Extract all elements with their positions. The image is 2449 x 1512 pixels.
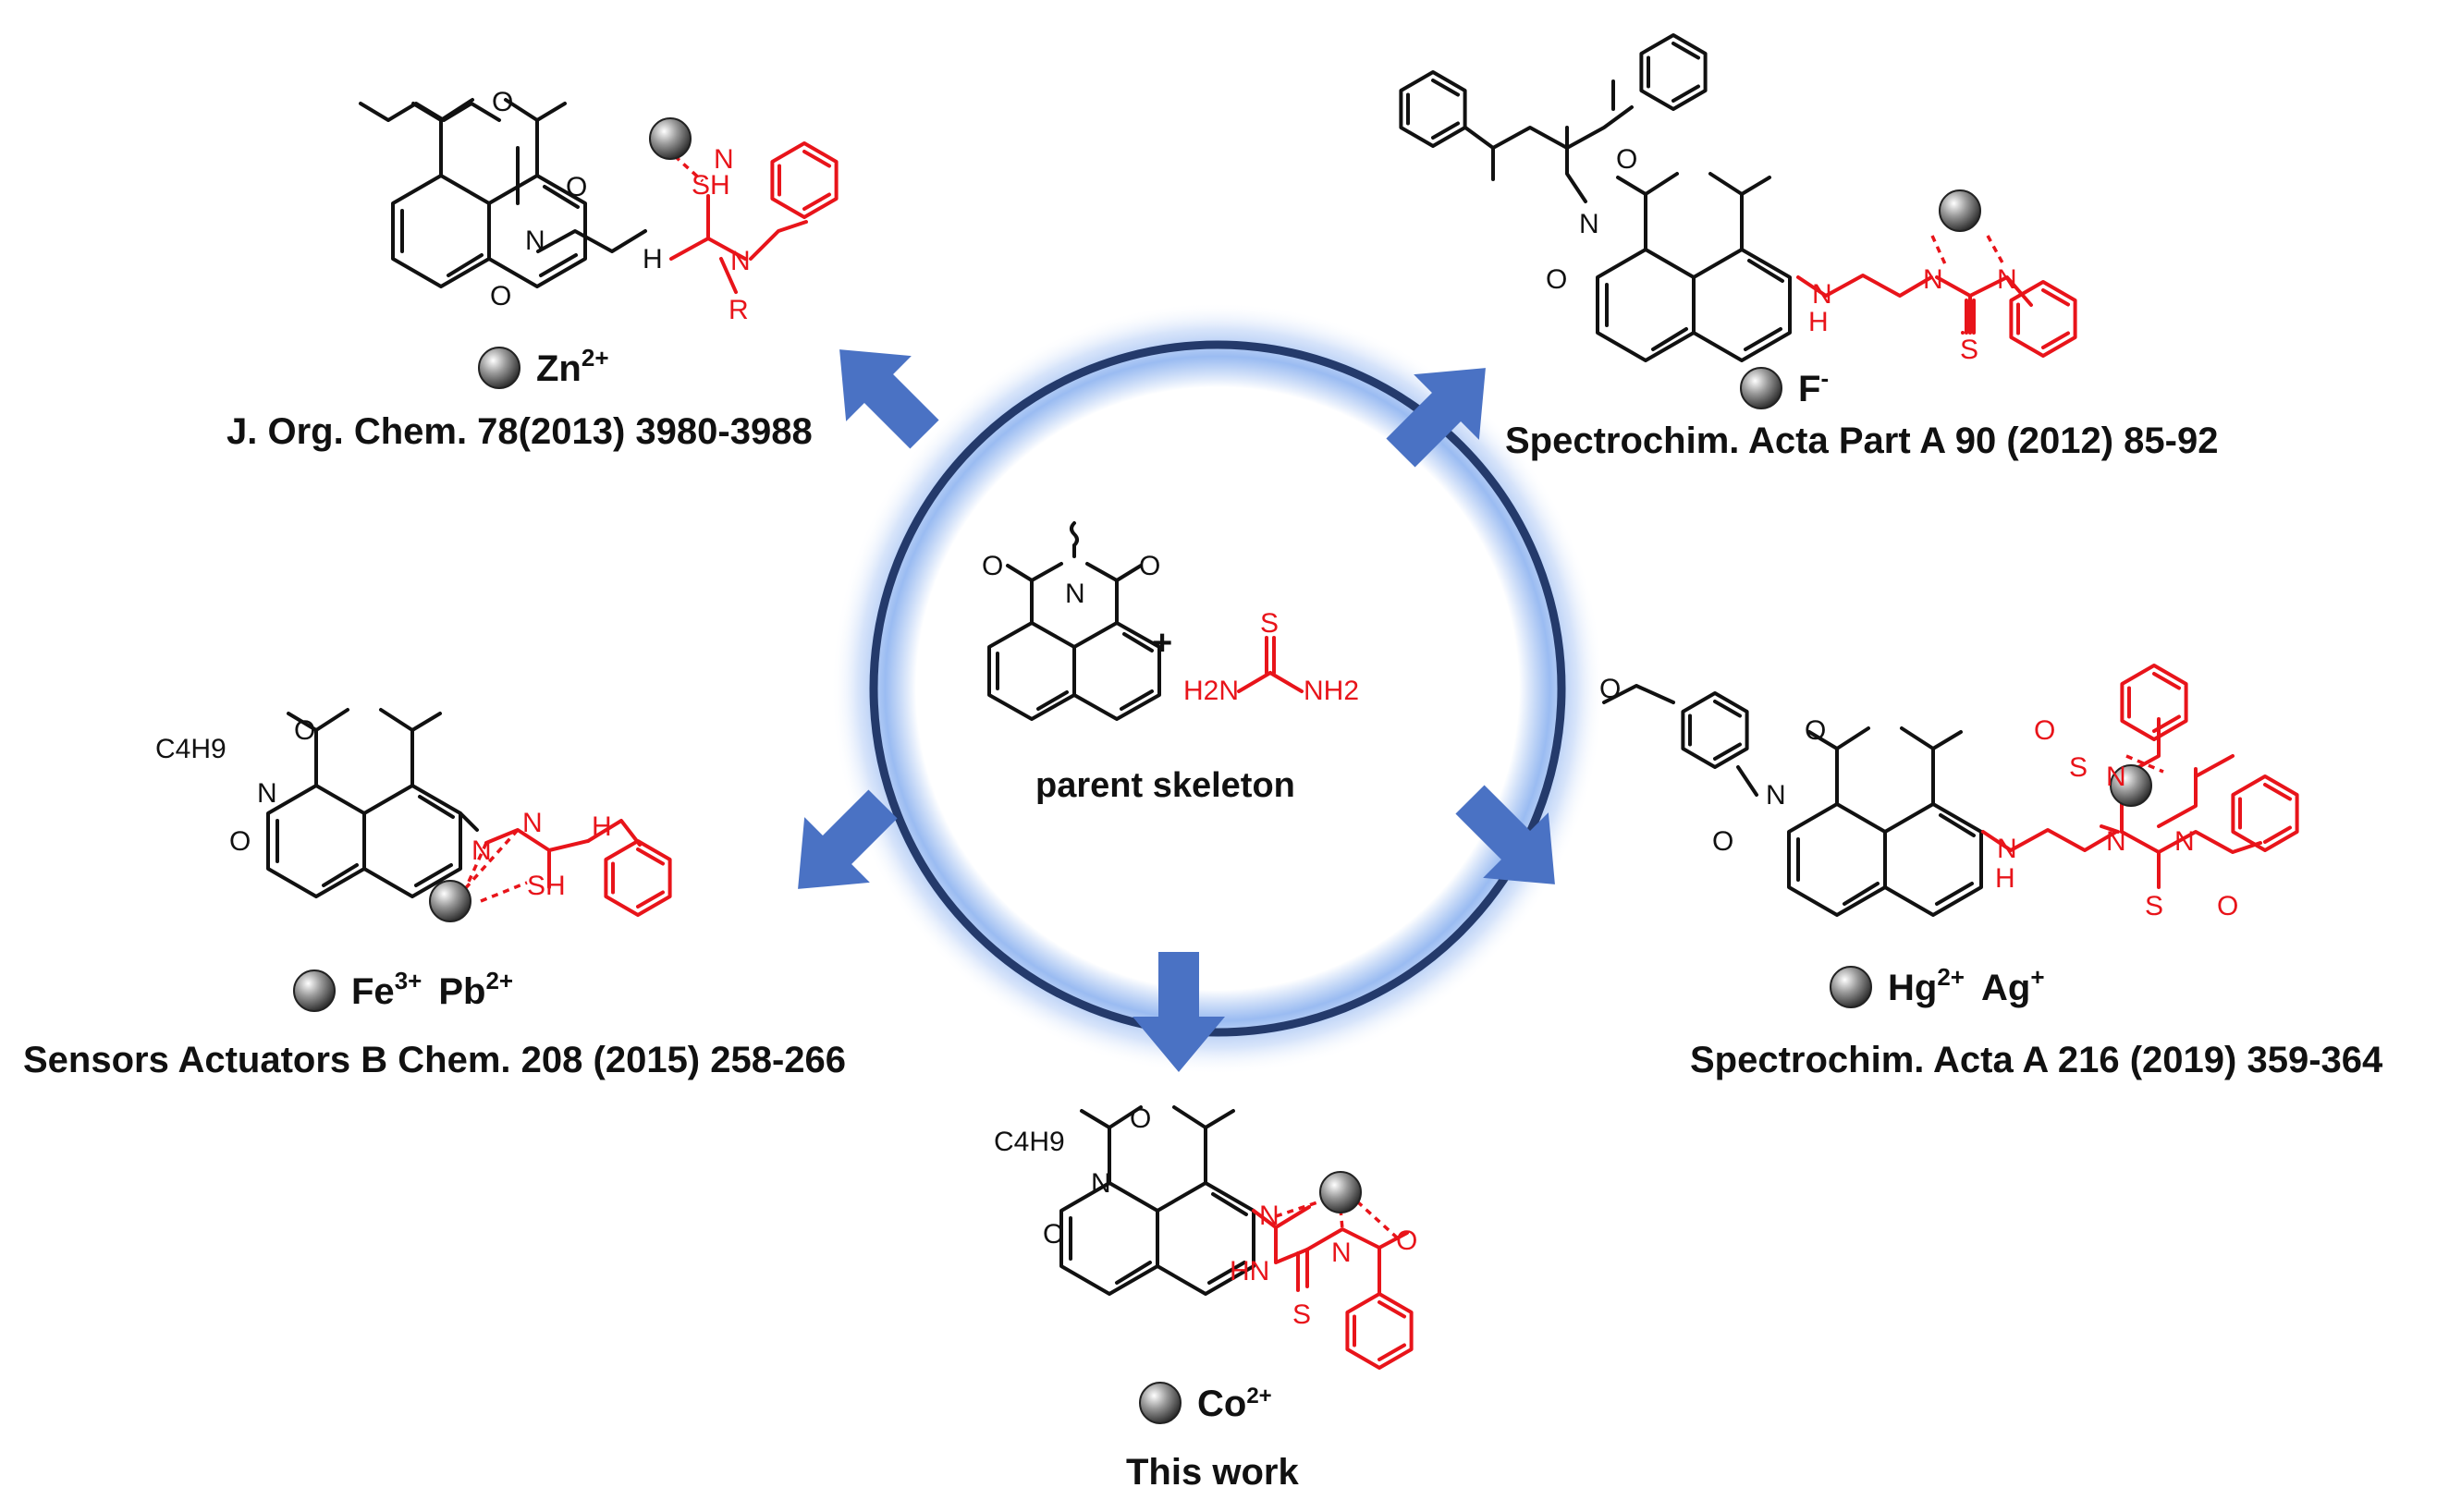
co-ion-label: Co2+ xyxy=(1197,1384,1272,1424)
f-metal-ball xyxy=(1939,189,1981,232)
zn-O-ether: O xyxy=(492,87,513,117)
fepb-O-bottom: O xyxy=(229,826,251,857)
co-O-top: O xyxy=(1130,1104,1151,1134)
f-sensor-structure xyxy=(1399,33,2077,362)
zn-N-pyridine: N xyxy=(714,144,734,175)
hgag-O-ether: O xyxy=(1599,674,1621,704)
f-H: H xyxy=(1808,307,1829,337)
co-S: S xyxy=(1292,1299,1311,1330)
hgag-N1: N xyxy=(2106,762,2126,792)
thiourea-NH2: NH2 xyxy=(1304,676,1359,706)
co-reference: This work xyxy=(1126,1452,1299,1493)
zn-N-imide: N xyxy=(525,226,545,256)
zn-metal-ball xyxy=(649,117,692,160)
arrow-down-right xyxy=(1455,785,1555,884)
thiourea-H2N: H2N xyxy=(1183,676,1239,706)
hgag-N: N xyxy=(1997,834,2017,864)
co-O-bottom: O xyxy=(1043,1219,1064,1250)
arrow-down-left xyxy=(798,789,898,889)
arrow-up-left xyxy=(839,349,939,449)
zn-SH: SH xyxy=(692,170,730,201)
plus-sign: + xyxy=(1152,624,1172,663)
hgag-legend-ball xyxy=(1830,966,1872,1008)
fepb-ion-label: Fe3+Pb2+ xyxy=(351,967,513,1012)
zn-O-bottom: O xyxy=(490,281,511,311)
hgag-N3: N xyxy=(2174,826,2195,857)
hgag-O-top: O xyxy=(1805,715,1826,746)
co-HN: HN xyxy=(1230,1256,1269,1286)
fepb-N-imide: N xyxy=(257,778,277,809)
f-N: N xyxy=(1812,279,1832,310)
f-S: S xyxy=(1960,335,1978,365)
hgag-sensor-structure xyxy=(1602,664,2299,917)
co-sensor-structure xyxy=(1059,1105,1414,1370)
co-legend-ball xyxy=(1139,1382,1182,1424)
f-N-thio2: N xyxy=(1997,264,2017,295)
hgag-reference: Spectrochim. Acta A 216 (2019) 359-364 xyxy=(1690,1040,2383,1080)
zn-O-top: O xyxy=(566,172,587,202)
hgag-O-bottom: O xyxy=(1712,826,1733,857)
zn-legend-ball xyxy=(478,347,520,389)
central-N-atom: N xyxy=(1065,579,1085,609)
zn-ion-label: Zn2+ xyxy=(536,344,609,389)
zn-N-amine: N xyxy=(730,246,751,276)
hgag-O-benzoyl1: O xyxy=(2034,715,2055,746)
co-N-imide: N xyxy=(1091,1168,1111,1199)
fepb-NH: H xyxy=(592,811,612,842)
zn-NH: H xyxy=(643,244,663,274)
f-reference: Spectrochim. Acta Part A 90 (2012) 85-92 xyxy=(1505,421,2218,461)
fepb-SH: SH xyxy=(527,871,566,901)
arrow-down xyxy=(1133,952,1225,1072)
co-N2: N xyxy=(1331,1238,1352,1268)
central-O-right: O xyxy=(1139,551,1160,581)
thiourea-S: S xyxy=(1260,608,1279,639)
fepb-legend-ball xyxy=(293,969,336,1012)
f-legend-ball xyxy=(1740,367,1782,409)
zn-sensor-structure xyxy=(359,98,839,294)
fepb-N2: N xyxy=(522,808,543,838)
fepb-metal-ball xyxy=(429,880,471,922)
center-label: parent skeleton xyxy=(1035,766,1295,805)
hgag-H: H xyxy=(1995,863,2015,894)
hgag-S2: S xyxy=(2145,891,2163,921)
co-N1: N xyxy=(1259,1201,1280,1231)
hgag-S1: S xyxy=(2069,752,2088,783)
f-N-thio1: N xyxy=(1923,264,1943,295)
central-naphthalimide-structure xyxy=(987,521,1161,721)
f-O-bottom: O xyxy=(1546,264,1567,295)
fepb-N1: N xyxy=(471,835,492,866)
fepb-O-top: O xyxy=(294,715,315,746)
parent-skeleton-ring xyxy=(831,302,1604,1075)
central-O-left: O xyxy=(982,551,1003,581)
hgag-O-benzoyl2: O xyxy=(2217,891,2238,921)
hgag-N2: N xyxy=(2106,826,2126,857)
co-C4H9: C4H9 xyxy=(994,1127,1065,1157)
thiourea-structure xyxy=(1237,636,1304,693)
co-metal-ball xyxy=(1319,1171,1362,1213)
f-ion-label: F- xyxy=(1798,364,1829,409)
hgag-N-imide: N xyxy=(1766,780,1786,811)
hgag-ion-label: Hg2+Ag+ xyxy=(1888,963,2045,1008)
f-O-top: O xyxy=(1616,144,1637,175)
zn-reference: J. Org. Chem. 78(2013) 3980-3988 xyxy=(227,411,813,452)
fepb-sensor-structure xyxy=(266,708,672,917)
f-N-imide: N xyxy=(1579,209,1599,239)
arrow-up-right xyxy=(1386,368,1486,468)
fepb-reference: Sensors Actuators B Chem. 208 (2015) 258… xyxy=(23,1040,846,1080)
co-O: O xyxy=(1396,1225,1417,1256)
zn-R: R xyxy=(729,295,749,325)
fepb-C4H9: C4H9 xyxy=(155,734,227,764)
